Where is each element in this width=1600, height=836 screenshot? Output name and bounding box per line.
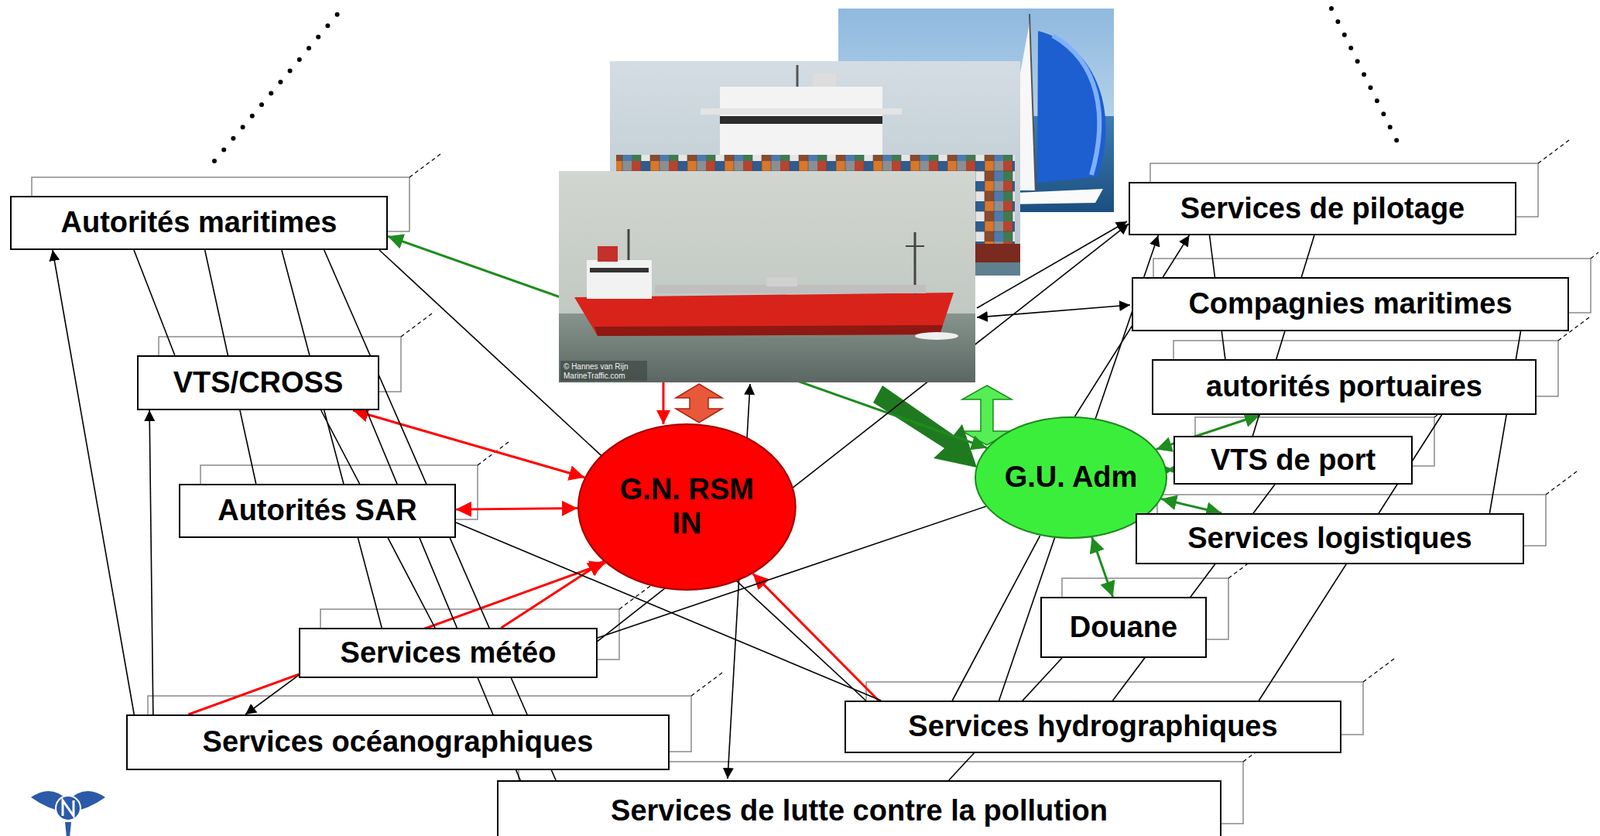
- node-label: G.U. Adm: [1004, 460, 1138, 495]
- mast-yard: [905, 245, 925, 247]
- connector: [1092, 537, 1114, 597]
- connector: [1161, 499, 1222, 514]
- process-box: Autorités maritimes: [10, 195, 388, 251]
- dotted-line: [214, 8, 343, 162]
- connector: [952, 535, 1040, 701]
- connector: [52, 250, 134, 715]
- process-box: Compagnies maritimes: [1131, 277, 1570, 332]
- process-box: Services de lutte contre la pollution: [496, 780, 1222, 836]
- spinnaker-stripe: [1052, 35, 1100, 175]
- connector: [149, 410, 154, 715]
- stack-dash: [1363, 658, 1395, 682]
- connector: [352, 410, 585, 478]
- stack-dash: [1590, 252, 1599, 259]
- ship-arrow: [662, 382, 665, 425]
- node-label: Services hydrographiques: [907, 709, 1278, 744]
- connector: [245, 674, 299, 715]
- process-box: autorités portuaires: [1151, 359, 1537, 415]
- photo-sky: [558, 171, 976, 383]
- tanker-photo: [558, 171, 976, 383]
- photo-credit: © Hannes van Rijn MarineTraffic.com: [563, 362, 645, 381]
- stack-dash: [400, 313, 432, 337]
- connector: [133, 250, 175, 356]
- logo-mark: [62, 800, 74, 816]
- logo-stem: [65, 822, 72, 836]
- process-box: Douane: [1040, 596, 1207, 658]
- process-box: Autorités SAR: [178, 483, 456, 538]
- connector: [188, 562, 606, 715]
- node-label: Douane: [1069, 610, 1178, 645]
- stack-dash: [1545, 471, 1577, 495]
- stack-dash: [1538, 140, 1570, 164]
- superstructure: [586, 260, 652, 299]
- node-label: Services météo: [340, 636, 557, 671]
- bow-wave: [914, 332, 959, 340]
- mast: [796, 65, 799, 87]
- node-label: Autorités maritimes: [61, 205, 338, 240]
- process-box: VTS de port: [1173, 435, 1413, 485]
- logo-disc: [55, 795, 81, 821]
- mast: [627, 229, 631, 261]
- windows: [719, 116, 883, 124]
- ship-arrow: [976, 304, 1131, 318]
- connector: [753, 573, 879, 701]
- connector: [281, 250, 382, 628]
- node-label: Services logistiques: [1187, 521, 1473, 556]
- node-label: Compagnies maritimes: [1188, 287, 1512, 322]
- process-box: VTS/CROSS: [137, 355, 380, 411]
- node-label: VTS/CROSS: [173, 366, 344, 401]
- node-label: Services de pilotage: [1180, 191, 1466, 227]
- bridge-wing: [700, 108, 902, 115]
- superstructure: [719, 86, 883, 161]
- node-label: Services de lutte contre la pollution: [610, 794, 1108, 829]
- ellipse-node: G.N. RSM IN: [577, 423, 797, 591]
- node-label: autorités portuaires: [1205, 370, 1483, 405]
- hull: [574, 292, 954, 336]
- process-box: Services de pilotage: [1128, 181, 1517, 236]
- node-label: VTS de port: [1210, 443, 1376, 478]
- credit-patch: [560, 360, 648, 381]
- dotted-line: [1331, 8, 1398, 144]
- process-box: Services hydrographiques: [844, 700, 1342, 754]
- node-label: G.N. RSM IN: [611, 472, 763, 541]
- process-box: Services logistiques: [1135, 513, 1525, 565]
- stack-dash: [691, 672, 723, 696]
- mast: [1029, 13, 1036, 196]
- hull-stripe: [594, 325, 943, 336]
- spinnaker: [1037, 30, 1106, 183]
- connector: [455, 507, 578, 510]
- process-box: Services océanographiques: [126, 714, 670, 771]
- node-label: Autorités SAR: [217, 493, 418, 528]
- superstructure: [812, 73, 836, 87]
- windows: [589, 267, 649, 273]
- ship-double-arrow: [675, 383, 723, 423]
- node-label: Services océanographiques: [202, 725, 594, 760]
- logo: [30, 791, 106, 836]
- funnel: [597, 246, 618, 262]
- process-box: Services météo: [298, 627, 598, 679]
- stack-outlines: [31, 163, 1591, 824]
- stack-dash: [409, 154, 441, 178]
- connector: [1166, 468, 1174, 472]
- deck-gear: [766, 277, 798, 287]
- ellipse-shape: [578, 424, 796, 590]
